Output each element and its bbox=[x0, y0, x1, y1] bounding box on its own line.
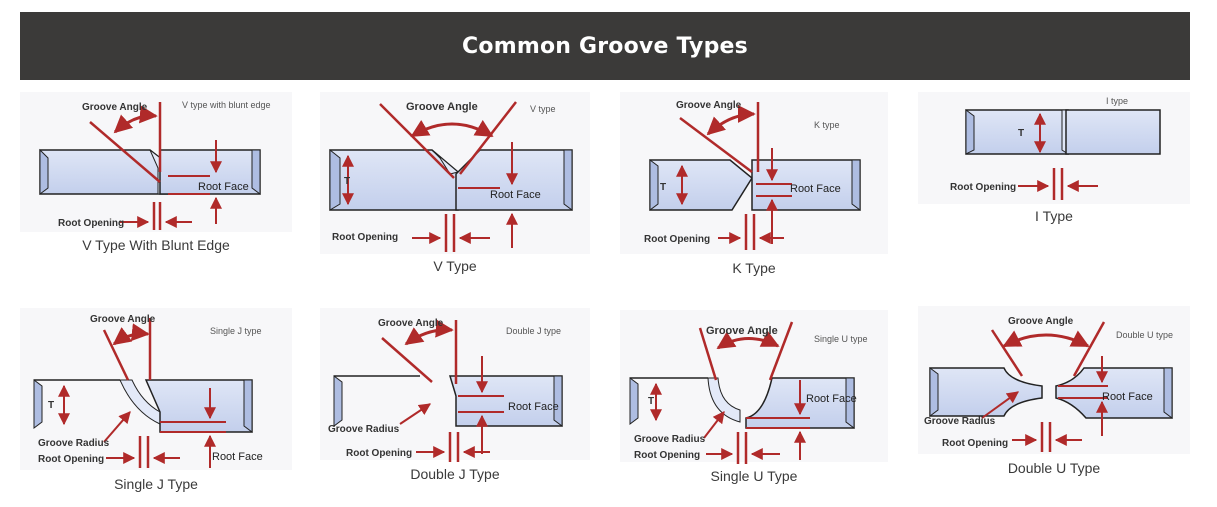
root-opening-label: Root Opening bbox=[942, 438, 1008, 449]
diagram-i-type: I type T Root Opening bbox=[918, 92, 1190, 204]
panel-v-type-blunt-edge: Groove Angle V type with blunt edge Root… bbox=[20, 92, 292, 262]
diagram-tag: V type bbox=[530, 104, 556, 114]
title-banner: Common Groove Types bbox=[20, 12, 1190, 80]
root-opening-label: Root Opening bbox=[58, 218, 124, 229]
root-face-label: Root Face bbox=[1102, 391, 1153, 403]
groove-radius-label: Groove Radius bbox=[328, 424, 400, 435]
thickness-label: T bbox=[648, 396, 654, 407]
groove-angle-label: Groove Angle bbox=[82, 102, 148, 113]
root-opening-label: Root Opening bbox=[644, 234, 710, 245]
groove-angle-label: Groove Angle bbox=[676, 100, 742, 111]
groove-angle-label: Groove Angle bbox=[706, 325, 778, 337]
panel-caption: Single J Type bbox=[114, 476, 198, 492]
diagram-single-j-type: Groove Angle Single J type T Groove Radi… bbox=[20, 308, 292, 470]
root-opening-label: Root Opening bbox=[38, 454, 104, 465]
thickness-label: T bbox=[1018, 128, 1024, 139]
groove-angle-label: Groove Angle bbox=[378, 318, 444, 329]
diagram-single-u-type: Groove Angle Single U type T Root Face G… bbox=[620, 310, 888, 464]
diagram-k-type: Groove Angle K type T Root Face Root Ope… bbox=[620, 92, 888, 254]
diagram-v-type: Groove Angle V type T Root Face Root Ope… bbox=[320, 92, 590, 254]
root-opening-label: Root Opening bbox=[634, 450, 700, 461]
root-opening-label: Root Opening bbox=[346, 448, 412, 459]
root-face-label: Root Face bbox=[490, 189, 541, 201]
page-title: Common Groove Types bbox=[462, 33, 748, 59]
panel-i-type: I type T Root Opening I Type bbox=[918, 92, 1190, 242]
diagram-tag: Double U type bbox=[1116, 330, 1173, 340]
root-opening-label: Root Opening bbox=[332, 232, 398, 243]
panel-caption: Single U Type bbox=[710, 468, 798, 484]
panel-single-u-type: Groove Angle Single U type T Root Face G… bbox=[620, 310, 888, 496]
root-face-label: Root Face bbox=[212, 451, 263, 463]
root-face-label: Root Face bbox=[508, 401, 559, 413]
groove-angle-label: Groove Angle bbox=[406, 101, 478, 113]
groove-angle-label: Groove Angle bbox=[90, 314, 156, 325]
diagram-tag: Single U type bbox=[814, 334, 868, 344]
panel-v-type: Groove Angle V type T Root Face Root Ope… bbox=[320, 92, 590, 282]
root-face-label: Root Face bbox=[198, 181, 249, 193]
diagram-tag: Double J type bbox=[506, 326, 561, 336]
panel-caption: Double U Type bbox=[1007, 460, 1101, 476]
panel-double-j-type: Groove Angle Double J type Root Face Gro… bbox=[320, 308, 590, 494]
panel-caption: Double J Type bbox=[410, 466, 500, 482]
thickness-label: T bbox=[660, 182, 666, 193]
root-face-label: Root Face bbox=[806, 393, 857, 405]
diagram-double-u-type: Groove Angle Double U type Root Face Gro… bbox=[918, 306, 1190, 454]
groove-radius-label: Groove Radius bbox=[924, 416, 996, 427]
groove-radius-label: Groove Radius bbox=[38, 438, 110, 449]
thickness-label: T bbox=[48, 400, 54, 411]
root-opening-label: Root Opening bbox=[950, 182, 1016, 193]
diagram-tag: K type bbox=[814, 120, 840, 130]
panel-caption: K Type bbox=[732, 260, 776, 276]
diagram-tag: V type with blunt edge bbox=[182, 100, 271, 110]
panel-double-u-type: Groove Angle Double U type Root Face Gro… bbox=[918, 306, 1190, 486]
thickness-label: T bbox=[344, 176, 350, 187]
panel-single-j-type: Groove Angle Single J type T Groove Radi… bbox=[20, 308, 292, 498]
root-face-label: Root Face bbox=[790, 183, 841, 195]
panel-caption: V Type With Blunt Edge bbox=[82, 237, 230, 253]
diagram-tag: I type bbox=[1106, 96, 1128, 106]
diagram-tag: Single J type bbox=[210, 326, 262, 336]
panel-caption: I Type bbox=[1035, 208, 1073, 224]
diagram-double-j-type: Groove Angle Double J type Root Face Gro… bbox=[320, 308, 590, 462]
groove-angle-label: Groove Angle bbox=[1008, 316, 1074, 327]
diagram-v-type-blunt-edge: Groove Angle V type with blunt edge Root… bbox=[20, 92, 292, 232]
panel-k-type: Groove Angle K type T Root Face Root Ope… bbox=[620, 92, 888, 282]
groove-radius-label: Groove Radius bbox=[634, 434, 706, 445]
panel-caption: V Type bbox=[433, 258, 477, 274]
